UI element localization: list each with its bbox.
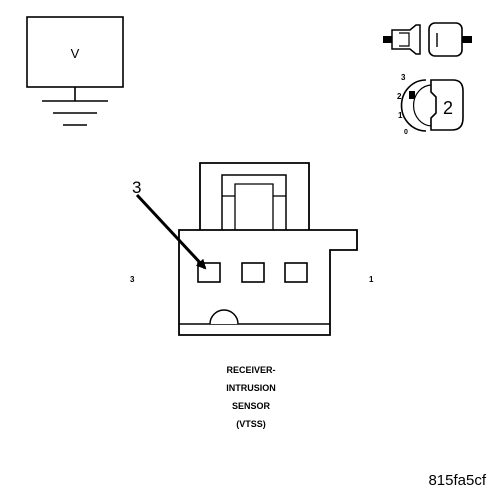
connector-face-view: 3 3 1 [130,162,374,336]
key-head [430,79,464,131]
key-callout-number: 2 [443,98,453,118]
key-pos-3: 3 [401,73,406,82]
latch-inner [221,174,287,230]
latch-housing [199,162,310,230]
plug-male-half [391,24,421,55]
key-cylinder-outline [400,79,427,132]
pin-callout-number: 3 [132,178,141,197]
pin-cavity-1 [284,262,308,283]
key-pos-2: 2 [397,92,402,101]
voltmeter-ground-symbol: V [26,16,124,126]
plug-left-stub [383,36,392,43]
connector-plug-icon [383,22,472,57]
key-pos-1: 1 [398,111,403,120]
connector-title: RECEIVER- INTRUSION SENSOR (VTSS) [226,365,276,429]
plug-male-detail [399,32,410,47]
voltmeter-box [26,16,124,88]
connector-title-line-1: RECEIVER- [226,365,275,375]
connector-key-notch [209,309,239,325]
voltmeter-label: V [71,46,80,61]
plug-right-stub [462,36,472,43]
key-pos-0: 0 [404,129,408,136]
plug-female-half [428,22,463,57]
figure-id: 815fa5cf [428,472,486,489]
pin-callout-arrow [135,193,207,270]
pin-label-right: 1 [369,275,374,284]
key-cylinder-inner [412,84,433,127]
connector-title-line-4: (VTSS) [236,419,266,429]
pin-label-left: 3 [130,275,135,284]
pin-cavity-2 [241,262,265,283]
latch-tab [234,183,274,230]
connector-body [178,229,358,336]
ignition-key-icon: 3 2 1 0 2 [397,73,464,136]
key-pointer [409,91,415,99]
connector-title-line-3: SENSOR [232,401,271,411]
connector-title-line-2: INTRUSION [226,383,276,393]
